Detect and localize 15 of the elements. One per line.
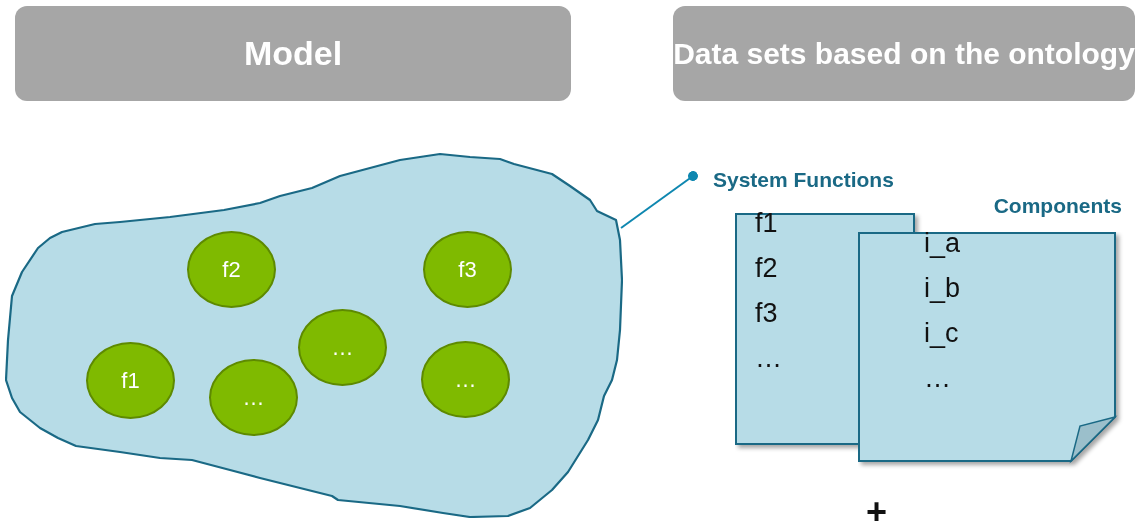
list-item: f3 [755,298,778,329]
list-item: … [755,343,782,374]
leader-line [620,171,698,229]
header-band: Data sets based on the ontology [673,6,1135,101]
plus-sign: + [866,494,888,526]
list-item: … [924,363,951,394]
list-item: f2 [755,253,778,284]
model-blob [5,152,623,518]
list-item: f1 [755,208,778,239]
list-item: i_b [924,273,961,304]
list-item: i_a [924,228,961,259]
header-band: Model [15,6,571,101]
list-heading: Components [993,194,1122,218]
list-item: i_c [924,318,959,349]
list-heading: System Functions [713,168,894,192]
